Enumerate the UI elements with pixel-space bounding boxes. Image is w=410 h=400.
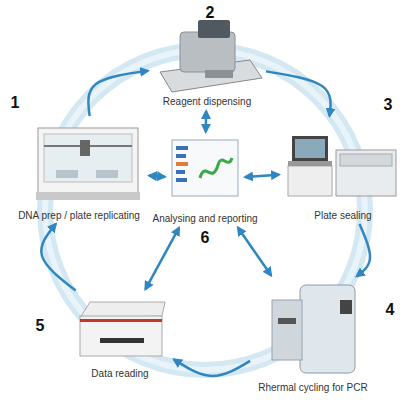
reader-slot <box>100 338 144 343</box>
equipment-station: DNA prep / plate replicating <box>12 118 146 222</box>
two-way-arrow <box>238 227 271 275</box>
plate-reader-illustration <box>80 302 165 356</box>
callout-number: 2 <box>206 4 215 22</box>
callout-number: 1 <box>11 94 20 112</box>
callout-number: 6 <box>201 229 210 247</box>
equipment-station: Analysing and reporting <box>168 135 242 225</box>
liquid-handler-illustration <box>36 128 140 200</box>
station-caption: Reagent dispensing <box>163 96 251 108</box>
two-way-arrow <box>245 175 279 177</box>
station-caption: DNA prep / plate replicating <box>18 210 140 222</box>
flow-arrow <box>174 359 250 376</box>
reader-stripe <box>80 319 162 322</box>
analysis-bar <box>176 154 186 158</box>
flow-arrow <box>266 71 331 116</box>
cycler-arm <box>272 300 302 360</box>
cycler-slot <box>278 318 296 324</box>
sealer-lid <box>340 154 392 166</box>
handler-plate <box>96 170 118 178</box>
cycler-cabinet <box>300 285 355 373</box>
dispenser-plate <box>205 70 233 78</box>
analysis-bar <box>176 146 188 150</box>
callout-number: 5 <box>36 317 45 335</box>
laptop-table <box>288 166 332 196</box>
laptop-screen <box>292 136 328 161</box>
two-way-arrow <box>149 176 165 177</box>
station-caption: Plate sealing <box>314 210 371 222</box>
station-caption: Analysing and reporting <box>152 213 257 225</box>
analysis-window <box>172 140 238 196</box>
analysis-bar <box>176 178 187 182</box>
station-caption: Data reading <box>91 368 148 380</box>
handler-plate <box>56 170 78 178</box>
analysis-plot <box>200 158 232 178</box>
station-caption: Rhermal cycling for PCR <box>258 382 367 394</box>
handler-frame <box>38 128 138 194</box>
analysis-bar <box>176 170 185 174</box>
flow-arrow <box>357 224 370 276</box>
equipment-station: Plate sealing <box>282 118 404 222</box>
flow-arrow <box>88 71 148 116</box>
laptop-base <box>288 161 332 166</box>
sealer-illustration <box>288 136 396 196</box>
callout-number: 3 <box>384 96 393 114</box>
dispenser-head <box>198 20 230 38</box>
two-way-arrow <box>145 228 179 290</box>
callout-number: 4 <box>386 301 395 319</box>
two-way-arrow <box>205 111 208 132</box>
flow-arrow <box>41 224 75 291</box>
dispenser-illustration <box>160 20 262 92</box>
cycler-screen <box>340 300 352 314</box>
laptop-display <box>295 139 325 158</box>
sealer-box <box>336 150 396 196</box>
handler-head <box>80 140 90 156</box>
thermal-cycler-illustration <box>272 285 355 373</box>
equipment-station: Rhermal cycling for PCR <box>252 278 374 394</box>
reader-body <box>80 316 162 356</box>
handler-base <box>36 192 140 200</box>
equipment-station: Data reading <box>68 292 172 380</box>
analysis-bar <box>176 162 188 166</box>
handler-glass <box>44 134 132 182</box>
analysis-screen-illustration <box>172 140 238 196</box>
